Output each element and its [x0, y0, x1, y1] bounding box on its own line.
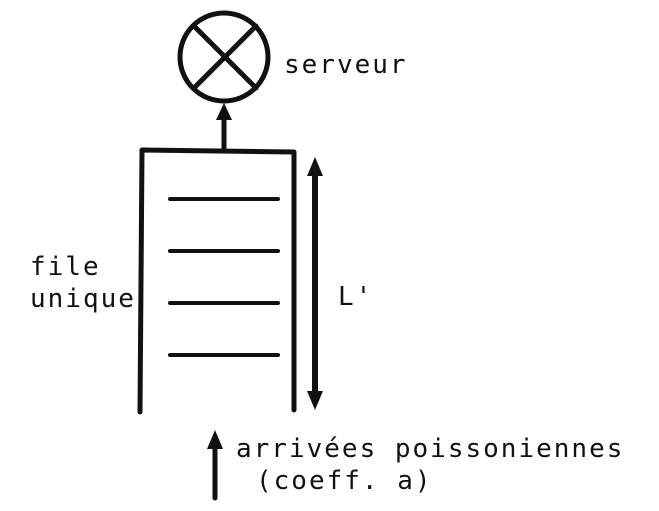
length-double-arrow [307, 157, 323, 410]
arrivals-label-line1: arrivées poissoniennes [236, 434, 624, 464]
arrivals-label-line2: (coeff. a) [256, 466, 433, 496]
server-icon [177, 10, 271, 104]
queue-label-line1: file [30, 252, 101, 282]
queue-label-line2: unique [30, 284, 136, 314]
arrivals-arrow [207, 430, 223, 501]
queue-items [168, 197, 280, 357]
server-label: serveur [284, 50, 408, 80]
queue-container [137, 147, 297, 415]
queue-to-server-arrow [216, 103, 232, 153]
length-label: L' [338, 282, 373, 312]
